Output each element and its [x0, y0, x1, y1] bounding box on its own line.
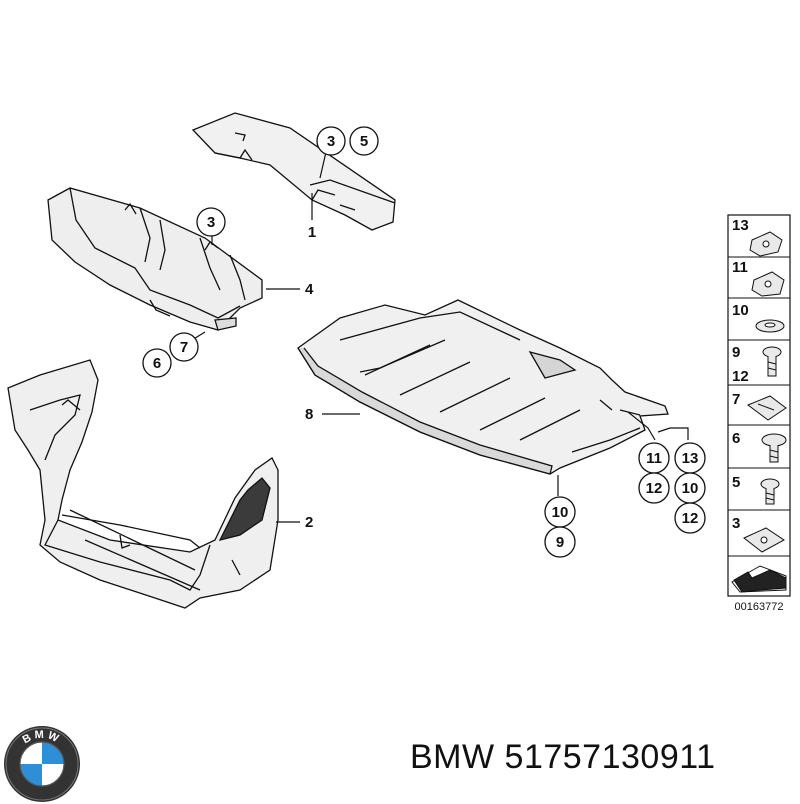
- part-number-4: 4: [305, 281, 314, 298]
- legend-number: 7: [732, 391, 740, 408]
- direction-arrow-icon: [731, 565, 787, 593]
- callout-3-top: 3: [316, 126, 346, 156]
- clip-nut-icon: [749, 231, 783, 257]
- screw-icon: [760, 478, 780, 505]
- bmw-logo: BMW: [4, 726, 80, 802]
- fastener-legend: 13 11 10 9 12 7 6: [727, 214, 791, 597]
- callout-12-a: 12: [638, 472, 670, 504]
- callout-10-b: 10: [544, 496, 576, 528]
- callout-6: 6: [142, 348, 172, 378]
- part-number-1: 1: [308, 224, 316, 241]
- part-number-8: 8: [305, 406, 313, 423]
- callout-label: 10: [552, 504, 569, 521]
- clip-nut-icon: [751, 271, 785, 297]
- callout-label: 3: [207, 214, 215, 231]
- speed-nut-icon: [743, 527, 785, 553]
- part-number-2: 2: [305, 514, 313, 531]
- callout-13: 13: [674, 442, 706, 474]
- bolt-icon: [761, 433, 787, 463]
- screw-icon: [762, 346, 782, 377]
- legend-number: 12: [732, 368, 749, 385]
- clip-icon: [746, 395, 787, 421]
- callout-label: 12: [646, 480, 663, 497]
- part-4-air-duct: [47, 187, 263, 331]
- legend-number: 6: [732, 430, 740, 447]
- diagram-id: 00163772: [735, 601, 784, 613]
- legend-number: 3: [732, 515, 740, 532]
- part-number: 51757130911: [504, 738, 716, 776]
- part-2-lower-shroud: [7, 359, 279, 609]
- part-1-bracket: [191, 112, 396, 231]
- brand-name: BMW: [410, 738, 495, 776]
- callout-label: 9: [556, 534, 564, 551]
- callout-label: 12: [682, 510, 699, 527]
- svg-text:BMW: BMW: [21, 729, 64, 747]
- legend-number: 13: [732, 217, 749, 234]
- callout-9: 9: [544, 526, 576, 558]
- callout-label: 11: [646, 450, 662, 467]
- callout-7: 7: [169, 332, 199, 362]
- callout-label: 10: [682, 480, 699, 497]
- callout-label: 5: [360, 133, 368, 150]
- logo-text: BMW: [21, 729, 61, 747]
- legend-number: 5: [732, 474, 740, 491]
- callout-3-duct: 3: [196, 207, 226, 237]
- washer-icon: [755, 319, 785, 333]
- legend-number: 9: [732, 344, 740, 361]
- callout-10-a: 10: [674, 472, 706, 504]
- part-8-underbody-shield: [297, 299, 669, 475]
- part-caption: BMW 51757130911: [410, 738, 716, 777]
- callout-5-top: 5: [349, 126, 379, 156]
- legend-number: 11: [732, 259, 748, 276]
- callout-label: 3: [327, 133, 335, 150]
- callout-label: 6: [153, 355, 161, 372]
- callout-11: 11: [638, 442, 670, 474]
- legend-number: 10: [732, 302, 749, 319]
- callout-label: 7: [180, 339, 188, 356]
- callout-12-b: 12: [674, 502, 706, 534]
- callout-label: 13: [682, 450, 699, 467]
